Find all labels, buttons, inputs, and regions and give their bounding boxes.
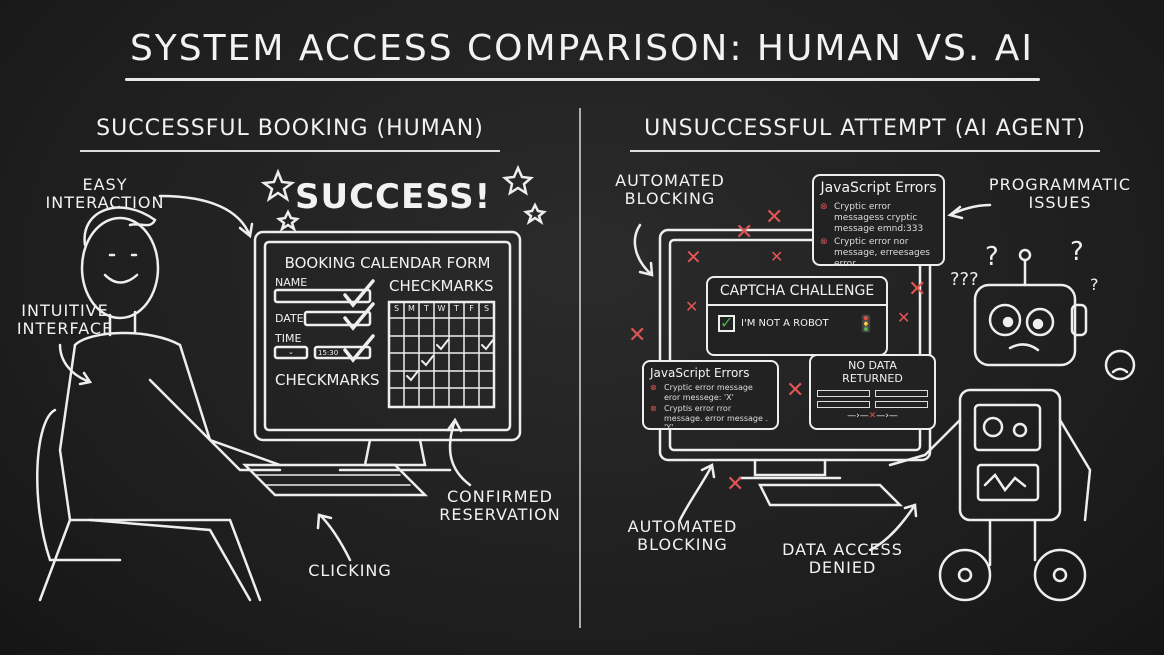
page-title: System Access Comparison: Human vs. AI <box>129 28 1035 69</box>
success-text: SUCCESS! <box>295 177 492 217</box>
left-monitor <box>253 230 522 442</box>
left-subtitle-underline <box>80 150 500 152</box>
label-automated-blocking-bottom: Automated Blocking <box>627 517 738 555</box>
svg-text:?: ? <box>985 242 999 272</box>
red-x-icon: ✕ <box>726 472 745 497</box>
label-data-access-denied: Data Access Denied <box>782 540 903 578</box>
red-x-icon: ✕ <box>685 297 699 316</box>
label-easy-interaction: Easy Interaction <box>45 175 165 213</box>
day-label: S <box>393 304 400 313</box>
js-errors-popup-top: JavaScript Errors ⊗Cryptic error message… <box>812 174 945 270</box>
checkmarks-right-label: Checkmarks <box>389 277 494 295</box>
red-x-icon: ✕ <box>786 378 805 403</box>
svg-text:?: ? <box>1070 237 1084 267</box>
red-x-icon: ✕ <box>685 245 702 269</box>
right-monitor <box>658 228 932 462</box>
js-errors-title: JavaScript Errors <box>650 366 750 380</box>
error-icon: ⊗ <box>820 237 828 248</box>
error-line: ⊗Cryptic error messagess cryptic message… <box>820 202 924 234</box>
label-programmatic-issues: Programmatic Issues <box>988 175 1132 213</box>
error-icon: ⊗ <box>650 404 657 414</box>
arrow-icon <box>633 223 654 277</box>
red-x-icon: ✕ <box>897 308 911 327</box>
question-marks: ?????? <box>950 237 1099 294</box>
time-value[interactable]: 15:30 <box>318 349 339 357</box>
no-data-returned-box: No Data Returned —›—✕—›— <box>809 354 936 430</box>
label-clicking: Clicking <box>308 561 392 580</box>
title-underline <box>125 78 1040 81</box>
arrow-icon <box>868 503 918 552</box>
error-icon: ⊗ <box>820 202 828 213</box>
error-line: ⊗Cryptic error nor message, erreesages e… <box>820 237 930 270</box>
day-label: T <box>424 304 429 313</box>
arrow-icon <box>316 513 352 562</box>
center-divider <box>579 108 581 628</box>
red-x-icon: ✕ <box>628 323 647 348</box>
no-data-title: No Data Returned <box>842 359 903 385</box>
traffic-light-icon: 🚦 <box>856 314 876 334</box>
name-label: Name <box>275 276 308 289</box>
arrow-icon <box>947 203 992 220</box>
label-automated-blocking-top: Automated Blocking <box>615 171 725 209</box>
js-errors-title: JavaScript Errors <box>820 180 937 196</box>
label-confirmed-reservation: Confirmed Reservation <box>439 487 561 525</box>
day-label: T <box>454 304 459 313</box>
star-icon <box>523 202 547 226</box>
time-label: Time <box>275 332 302 345</box>
arrow-icon <box>678 463 716 522</box>
left-subtitle: Successful Booking (Human) <box>96 116 484 141</box>
broken-flow-icon: —›—✕—›— <box>847 411 898 422</box>
svg-text:?: ? <box>1090 275 1099 294</box>
star-icon <box>502 164 534 196</box>
js-errors-popup-bottom: JavaScript Errors ⊗Cryptic error message… <box>642 360 779 433</box>
error-icon: ⊗ <box>650 383 657 392</box>
calendar-days-header: S M T W T F S <box>389 304 494 313</box>
star-icon <box>260 168 296 202</box>
right-subtitle-underline <box>630 150 1100 152</box>
captcha-challenge-box: Captcha Challenge ✓ I'm not a robot 🚦 <box>706 276 888 356</box>
time-dropdown-chevron[interactable]: ⌄ <box>288 348 295 356</box>
svg-text:???: ??? <box>950 269 979 290</box>
red-x-icon: ✕ <box>908 277 927 302</box>
date-label: Date <box>275 312 304 325</box>
booking-form-heading: Booking Calendar Form <box>284 254 491 272</box>
red-x-icon: ✕ <box>770 247 784 266</box>
right-subtitle: Unsuccessful Attempt (AI Agent) <box>644 116 1086 141</box>
star-icon <box>276 209 300 233</box>
captcha-title: Captcha Challenge <box>708 278 886 307</box>
arrow-icon <box>158 194 254 239</box>
label-intuitive-interface: Intuitive Interface <box>16 301 114 339</box>
day-label: S <box>483 304 490 313</box>
error-line: ⊗Cryptis error rror message. error messa… <box>650 404 768 433</box>
error-line: ⊗Cryptic error message eror messege: 'X' <box>650 383 753 402</box>
red-x-icon: ✕ <box>735 220 754 245</box>
captcha-checkbox-label: I'm not a robot <box>741 318 829 330</box>
day-label: F <box>469 304 474 313</box>
arrow-icon <box>58 343 93 386</box>
day-label: W <box>437 304 446 313</box>
robot-figure <box>888 248 1136 602</box>
human-figure <box>36 206 282 602</box>
checkmarks-left-label: Checkmarks <box>275 371 380 389</box>
day-label: M <box>408 304 415 313</box>
red-x-icon: ✕ <box>765 205 784 230</box>
keyboard <box>757 483 904 507</box>
arrow-icon <box>446 417 472 487</box>
captcha-checkbox[interactable]: ✓ <box>718 313 735 333</box>
